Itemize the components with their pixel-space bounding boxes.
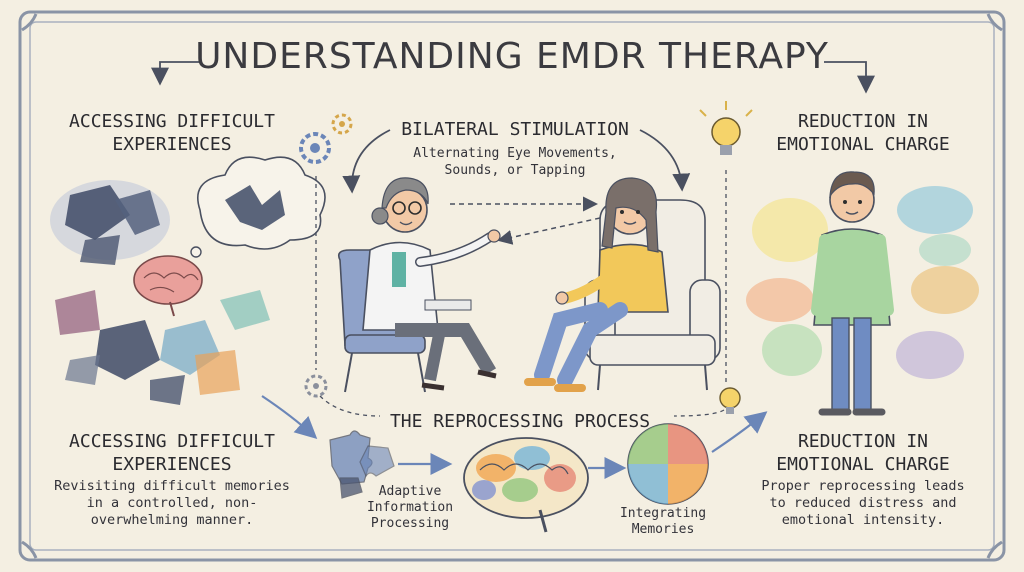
shattered-memories-illustration <box>50 180 270 405</box>
calm-emotions-illustration <box>746 186 979 379</box>
page-title: UNDERSTANDING EMDR THERAPY <box>195 36 829 77</box>
colorful-brain-icon <box>463 437 589 533</box>
bilateral-stimulation-heading: BILATERAL STIMULATION <box>401 119 629 140</box>
title-arrows <box>151 61 875 94</box>
brain-icon <box>133 255 203 317</box>
therapist-figure <box>362 177 501 391</box>
dashed-connectors <box>315 170 727 417</box>
bilateral-arrows <box>450 196 601 245</box>
bilateral-subtext-line2: Sounds, or Tapping <box>444 163 586 178</box>
curved-arrow-right <box>639 129 691 192</box>
thought-cloud-icon <box>182 156 326 268</box>
lightbulb-small-icon <box>719 387 741 414</box>
decorative-frame <box>18 10 1006 562</box>
bottom-left-description: Revisiting difficult memories in a contr… <box>54 478 290 528</box>
curved-arrow-left <box>342 129 391 194</box>
bottom-left-heading: ACCESSING DIFFICULT EXPERIENCES <box>69 431 275 475</box>
top-right-heading: REDUCTION IN EMOTIONAL CHARGE <box>776 111 950 155</box>
process-arrow-3 <box>711 411 768 453</box>
calm-person-figure <box>811 171 894 416</box>
gear-icon <box>299 113 353 164</box>
bilateral-subtext-line1: Alternating Eye Movements, <box>413 146 617 161</box>
bottom-right-description: Proper reprocessing leads to reduced dis… <box>761 478 965 528</box>
gear-small-icon <box>304 374 328 398</box>
flow-arrow <box>261 395 318 439</box>
reprocessing-process-heading: THE REPROCESSING PROCESS <box>389 411 651 432</box>
bottom-right-heading: REDUCTION IN EMOTIONAL CHARGE <box>776 431 950 475</box>
lightbulb-icon <box>699 101 753 155</box>
step-adaptive-label: Adaptive Information Processing <box>366 484 454 531</box>
puzzle-icon <box>329 430 395 499</box>
integrating-puzzle-icon <box>627 423 709 505</box>
step-integrating-label: Integrating Memories <box>619 506 707 537</box>
top-left-heading: ACCESSING DIFFICULT EXPERIENCES <box>69 111 275 155</box>
client-figure <box>524 177 669 392</box>
